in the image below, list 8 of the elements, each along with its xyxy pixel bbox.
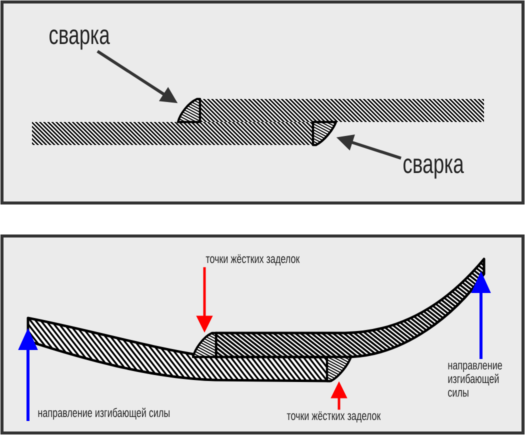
callout-label: сварка (404, 158, 464, 179)
callout-label: точки жёстких заделок (206, 254, 300, 266)
callout-label: сварка (50, 29, 110, 50)
force-label: направление изгибающей силы (448, 362, 502, 397)
weld-bead (326, 356, 352, 382)
weld-bead (192, 332, 218, 358)
callout-label: точки жёстких заделок (286, 411, 381, 422)
force-label: направление изгибающей силы (38, 408, 170, 420)
